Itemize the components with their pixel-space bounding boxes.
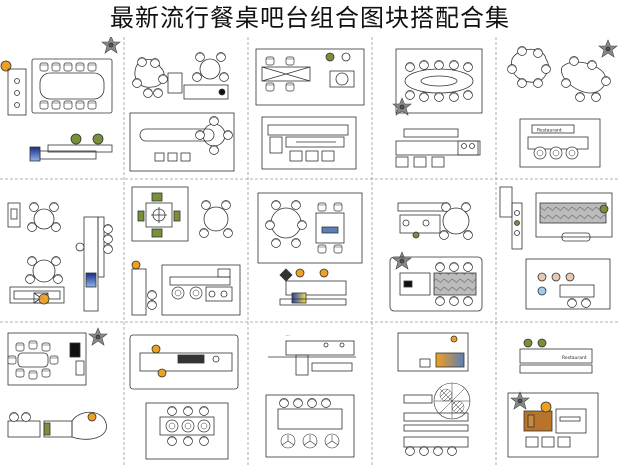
layout-7	[131, 186, 241, 316]
page-title: 最新流行餐桌吧台组合图块搭配合集	[110, 4, 510, 32]
restaurant-label-a: Restaurant	[537, 128, 562, 134]
layout-13: ···	[265, 333, 356, 458]
layout-12	[129, 334, 239, 460]
layout-11	[7, 327, 108, 440]
layout-10	[499, 186, 613, 310]
layout-3	[255, 48, 365, 170]
layout-8	[257, 192, 363, 306]
layout-2	[129, 52, 235, 172]
layout-6	[7, 202, 113, 312]
layout-4	[392, 48, 483, 168]
drawing-sheet: Restaurant	[0, 37, 620, 466]
tree-icon	[433, 382, 471, 420]
svg-text:···: ···	[286, 333, 290, 338]
layout-15: Restaurant	[507, 338, 599, 458]
layout-14	[397, 332, 471, 456]
layout-5: Restaurant	[507, 39, 618, 168]
layout-1	[0, 37, 121, 162]
restaurant-label-b: Restaurant	[562, 355, 587, 361]
layout-9	[389, 202, 483, 312]
